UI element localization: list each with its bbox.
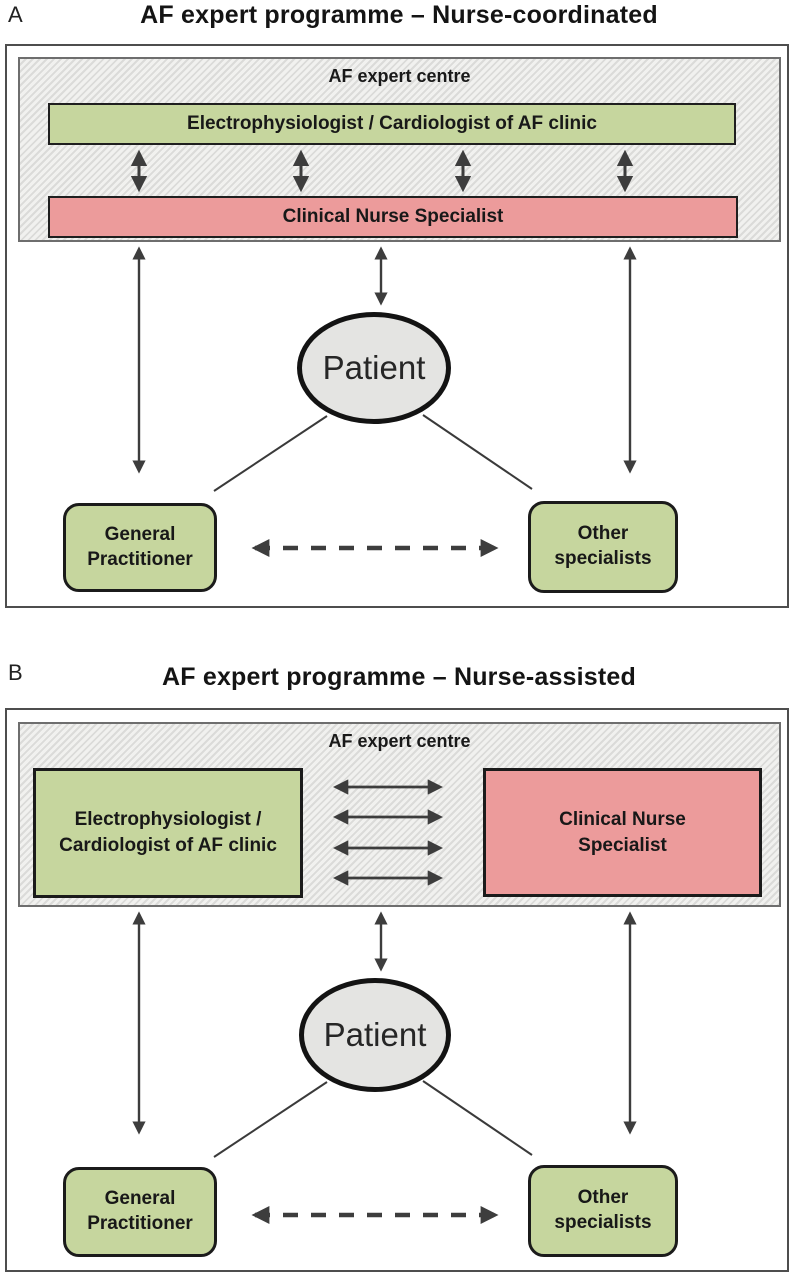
clinical-nurse-bar-a: Clinical Nurse Specialist xyxy=(48,196,738,238)
panel-a-letter: A xyxy=(8,2,23,27)
patient-connector-lines-a xyxy=(213,414,533,492)
other-specialists-box-b: Other specialists xyxy=(528,1165,678,1257)
panel-b: B AF expert programme – Nurse-assisted A… xyxy=(0,655,798,1280)
gp-box-a: General Practitioner xyxy=(63,503,217,592)
af-expert-centre-label-b: AF expert centre xyxy=(328,731,471,751)
panel-b-letter: B xyxy=(8,660,23,685)
patient-connector-lines-b xyxy=(213,1080,533,1158)
electrophysiologist-bar-a: Electrophysiologist / Cardiologist of AF… xyxy=(48,103,736,145)
patient-ellipse-a: Patient xyxy=(297,312,451,424)
gp-box-b: General Practitioner xyxy=(63,1167,217,1257)
arrows-layer-b xyxy=(132,779,637,1224)
arrows-layer-a xyxy=(130,149,637,557)
electrophysiologist-box-b: Electrophysiologist / Cardiologist of AF… xyxy=(33,768,303,898)
other-specialists-box-a: Other specialists xyxy=(528,501,678,593)
panel-a: A AF expert programme – Nurse-coordinate… xyxy=(5,1,789,608)
centre-to-bottom-arrows-b xyxy=(132,911,637,1135)
patient-ellipse-b: Patient xyxy=(299,978,451,1092)
ep-nurse-double-arrows-a xyxy=(130,149,634,193)
clinical-nurse-box-b: Clinical Nurse Specialist xyxy=(483,768,762,897)
ep-nurse-double-arrows-b xyxy=(332,779,444,886)
panel-a-title: AF expert programme – Nurse-coordinated xyxy=(140,1,658,29)
centre-to-bottom-arrows-a xyxy=(132,246,637,474)
af-expert-centre-label-a: AF expert centre xyxy=(328,66,471,86)
panel-b-title: AF expert programme – Nurse-assisted xyxy=(161,663,637,691)
